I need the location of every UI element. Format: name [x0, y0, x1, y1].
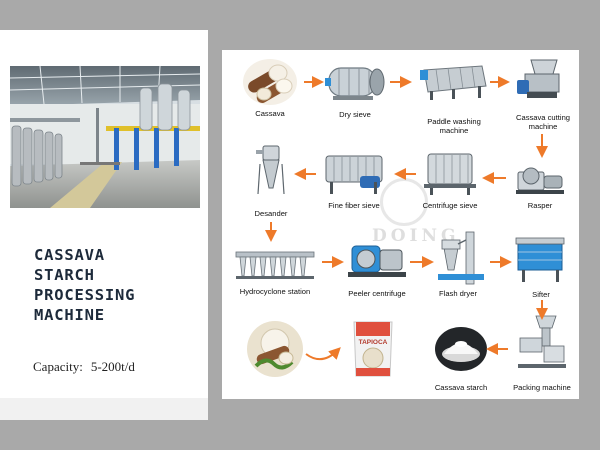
desander-cyclone-icon [256, 145, 285, 195]
dry-sieve-drum-icon [325, 67, 385, 100]
cassava-roots-icon [243, 59, 297, 105]
flash-dryer-icon [438, 231, 484, 285]
watermark: DOING [372, 226, 460, 246]
arrow-right-icon [305, 347, 341, 361]
step-label: Cassava cutting machine [515, 113, 571, 131]
sifter-icon [515, 237, 565, 282]
step-label: Rasper [527, 201, 553, 210]
cassava-products-icon [247, 321, 303, 377]
peeler-centrifuge-icon [348, 245, 406, 277]
capacity-text: Capacity: 5-200t/d [33, 359, 135, 375]
step-label: Hydrocyclone station [239, 287, 311, 296]
starch-powder-icon [435, 327, 487, 371]
step-label: Peeler centrifuge [348, 289, 406, 298]
card-footer-strip [0, 398, 208, 420]
step-label: Flash dryer [439, 289, 477, 298]
intro-card: CASSAVA STARCH PROCESSING MACHINE Capaci… [0, 30, 208, 420]
packing-machine-icon [518, 315, 566, 368]
step-label: Centrifuge sieve [422, 201, 478, 210]
capacity-value: 5-200t/d [90, 359, 135, 374]
title-line: MACHINE [34, 306, 105, 324]
step-label: Cassava starch [434, 383, 488, 392]
centrifuge-sieve-icon [424, 153, 476, 195]
step-label: Fine fiber sieve [328, 201, 380, 210]
cutting-machine-icon [517, 59, 560, 98]
step-label: Packing machine [513, 383, 571, 392]
step-label: Sifter [532, 290, 550, 299]
rasper-icon [516, 167, 564, 194]
page-title: CASSAVA STARCH PROCESSING MACHINE [34, 245, 204, 325]
capacity-label: Capacity: [33, 359, 83, 374]
step-label: Paddle washing machine [427, 117, 481, 135]
paddle-washer-icon [420, 65, 487, 100]
tapioca-package-icon [353, 321, 393, 377]
process-flow-panel: DOING Cassava Dry sieve [222, 50, 579, 399]
hydrocyclone-station-icon [235, 251, 315, 279]
title-line: PROCESSING [34, 286, 136, 304]
step-label: Desander [254, 209, 288, 218]
package-text: TAPIOCA [358, 339, 388, 346]
factory-photo [10, 66, 200, 208]
step-label: Cassava [255, 109, 285, 118]
title-line: CASSAVA [34, 246, 105, 264]
step-label: Dry sieve [339, 110, 371, 119]
fine-fiber-sieve-icon [325, 155, 383, 194]
title-line: STARCH [34, 266, 95, 284]
